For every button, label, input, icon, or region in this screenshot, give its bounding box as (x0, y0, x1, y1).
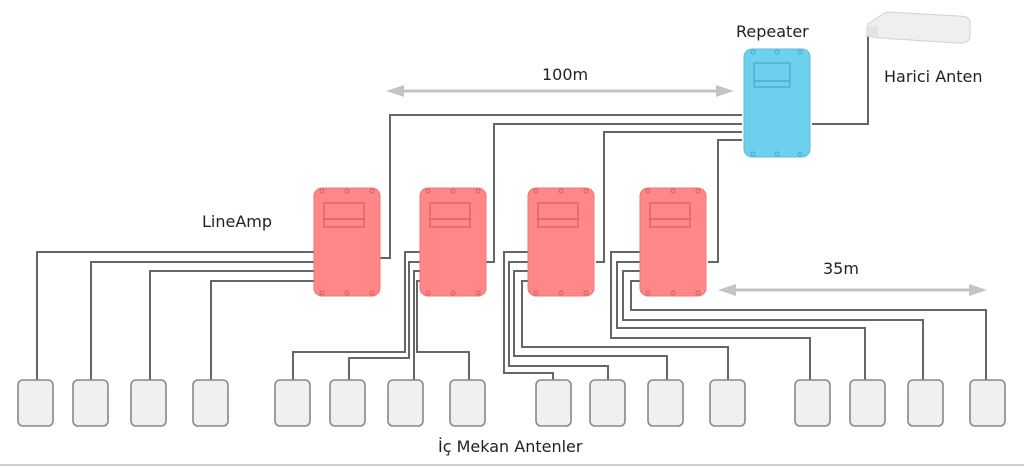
lineamp-2-wires (292, 251, 470, 380)
lineamp-device-1[interactable] (313, 187, 381, 297)
external-antenna-label: Harici Anten (884, 67, 983, 86)
indoor-antenna-3[interactable] (130, 379, 167, 427)
distance-35m-label: 35m (823, 259, 859, 278)
lineamp-4-wires (610, 251, 987, 380)
external-antenna-icon[interactable] (865, 11, 971, 44)
indoor-antenna-2[interactable] (72, 379, 109, 427)
indoor-antenna-6[interactable] (329, 379, 366, 427)
indoor-antenna-8[interactable] (449, 379, 486, 427)
indoor-antenna-1[interactable] (17, 379, 54, 427)
indoor-antenna-11[interactable] (647, 379, 684, 427)
lineamp-1-wires (36, 251, 314, 380)
indoor-antenna-10[interactable] (589, 379, 626, 427)
indoor-antenna-5[interactable] (274, 379, 311, 427)
lineamp-device-4[interactable] (639, 187, 707, 297)
lineamp-label: LineAmp (202, 212, 272, 231)
indoor-antenna-7[interactable] (387, 379, 424, 427)
dimension-100m (386, 85, 734, 97)
indoor-antenna-14[interactable] (849, 379, 886, 427)
indoor-antenna-12[interactable] (709, 379, 746, 427)
lineamp-device-2[interactable] (419, 187, 487, 297)
indoor-antenna-13[interactable] (794, 379, 831, 427)
indoor-antenna-9[interactable] (535, 379, 572, 427)
repeater-label: Repeater (736, 22, 809, 41)
lineamp-device-3[interactable] (527, 187, 595, 297)
dimension-35m (718, 284, 987, 296)
indoor-antenna-16[interactable] (969, 379, 1006, 427)
indoor-antenna-4[interactable] (192, 379, 229, 427)
indoor-antennas-label: İç Mekan Antenler (438, 437, 583, 456)
indoor-antenna-15[interactable] (907, 379, 944, 427)
feeder-wires (380, 36, 869, 263)
distance-100m-label: 100m (542, 65, 588, 84)
bottom-divider (0, 464, 1024, 466)
repeater-device[interactable] (743, 48, 811, 158)
lineamp-3-wires (503, 251, 729, 380)
